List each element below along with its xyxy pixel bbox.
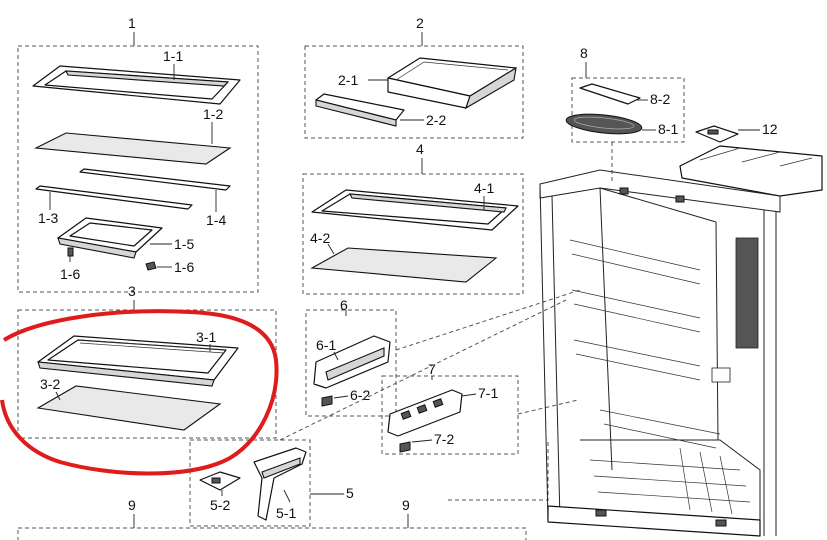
group-2-box bbox=[304, 45, 524, 139]
refrigerator-cabinet bbox=[539, 145, 823, 537]
part-8-1-lamp bbox=[565, 113, 643, 135]
group-8-label: 8 bbox=[580, 45, 588, 61]
part-7-1-bracket bbox=[387, 389, 463, 437]
part-6-2-label: 6-2 bbox=[350, 387, 370, 403]
part-4-2-label: 4-2 bbox=[310, 230, 330, 246]
group-1: 1 1-1 1-2 1-4 1-3 1-5 bbox=[17, 15, 259, 293]
group-5-box bbox=[189, 439, 311, 527]
part-4-2-glass bbox=[310, 247, 498, 283]
part-1-2-glass bbox=[34, 132, 232, 165]
highlight-circle bbox=[0, 309, 279, 476]
group-7-box bbox=[381, 375, 519, 455]
part-5-2-plate bbox=[199, 471, 241, 491]
top-cover bbox=[679, 145, 823, 197]
part-1-6-screw bbox=[67, 247, 74, 262]
group-8: 8 8-2 8-1 bbox=[565, 45, 685, 143]
group-4: 4 4-1 4-2 bbox=[302, 141, 524, 295]
part-12-label: 12 bbox=[762, 121, 778, 137]
part-1-3-rail bbox=[35, 185, 193, 210]
part-3-1-label: 3-1 bbox=[196, 329, 216, 345]
part-7-2-label: 7-2 bbox=[434, 431, 454, 447]
part-4-1-label: 4-1 bbox=[474, 180, 494, 196]
group-9: 9 9 bbox=[17, 497, 527, 540]
part-2-1-drawer bbox=[387, 57, 517, 110]
group-7-label: 7 bbox=[428, 361, 436, 377]
part-5-2-label: 5-2 bbox=[210, 497, 230, 513]
vent-grille bbox=[735, 237, 759, 349]
part-5-1-bracket bbox=[253, 447, 307, 521]
part-1-6-clip bbox=[145, 261, 157, 271]
part-6-1-bracket bbox=[313, 335, 391, 389]
part-1-4-rail bbox=[79, 168, 231, 191]
group-1-box bbox=[17, 45, 259, 293]
group-6-box bbox=[305, 309, 397, 417]
part-1-1-label: 1-1 bbox=[163, 48, 183, 64]
group-2: 2 2-1 2-2 bbox=[304, 15, 524, 139]
part-1-6-label-b: 1-6 bbox=[174, 259, 194, 275]
part-1-1-shelf-frame bbox=[32, 65, 241, 105]
group-4-box bbox=[302, 173, 524, 295]
part-8-1-label: 8-1 bbox=[658, 121, 678, 137]
part-1-3-label: 1-3 bbox=[38, 210, 58, 226]
group-3: 3 3-1 3-2 bbox=[0, 283, 279, 476]
group-6: 6 6-1 6-2 bbox=[305, 297, 397, 417]
group-7: 7 7-1 7-2 bbox=[381, 361, 519, 455]
group-2-label: 2 bbox=[416, 15, 424, 31]
group-5-label: 5 bbox=[346, 485, 354, 501]
part-12-bracket bbox=[695, 125, 739, 143]
part-1-5-label: 1-5 bbox=[174, 236, 194, 252]
part-1-4-label: 1-4 bbox=[206, 212, 226, 228]
group-9-label-left: 9 bbox=[128, 497, 136, 513]
part-2-2-label: 2-2 bbox=[426, 112, 446, 128]
group-4-label: 4 bbox=[416, 141, 424, 157]
part-6-2-clip bbox=[321, 395, 333, 407]
group-5: 5 5-1 5-2 bbox=[189, 439, 354, 527]
part-3-2-glass bbox=[36, 385, 222, 431]
part-6-1-label: 6-1 bbox=[316, 337, 336, 353]
part-4-1-shelf-frame bbox=[311, 189, 519, 231]
part-7-1-label: 7-1 bbox=[478, 385, 498, 401]
part-1-5-bracket bbox=[57, 217, 163, 259]
part-3-2-label: 3-2 bbox=[40, 376, 60, 392]
part-8-2-cover bbox=[579, 83, 641, 105]
part-1-2-label: 1-2 bbox=[203, 106, 223, 122]
group-3-label: 3 bbox=[128, 283, 136, 299]
group-9-label-right: 9 bbox=[402, 497, 410, 513]
part-7-2-clip bbox=[399, 441, 411, 453]
part-3-1-shelf-frame bbox=[37, 335, 239, 387]
group-6-label: 6 bbox=[340, 297, 348, 313]
part-8-2-label: 8-2 bbox=[650, 91, 670, 107]
group-8-box bbox=[571, 77, 685, 143]
part-1-6-label-a: 1-6 bbox=[60, 266, 80, 282]
part-2-1-label: 2-1 bbox=[338, 72, 358, 88]
group-1-label: 1 bbox=[128, 15, 136, 31]
part-2-2-drawer-front bbox=[315, 93, 405, 127]
group-9-box bbox=[17, 527, 527, 540]
part-5-1-label: 5-1 bbox=[276, 505, 296, 521]
